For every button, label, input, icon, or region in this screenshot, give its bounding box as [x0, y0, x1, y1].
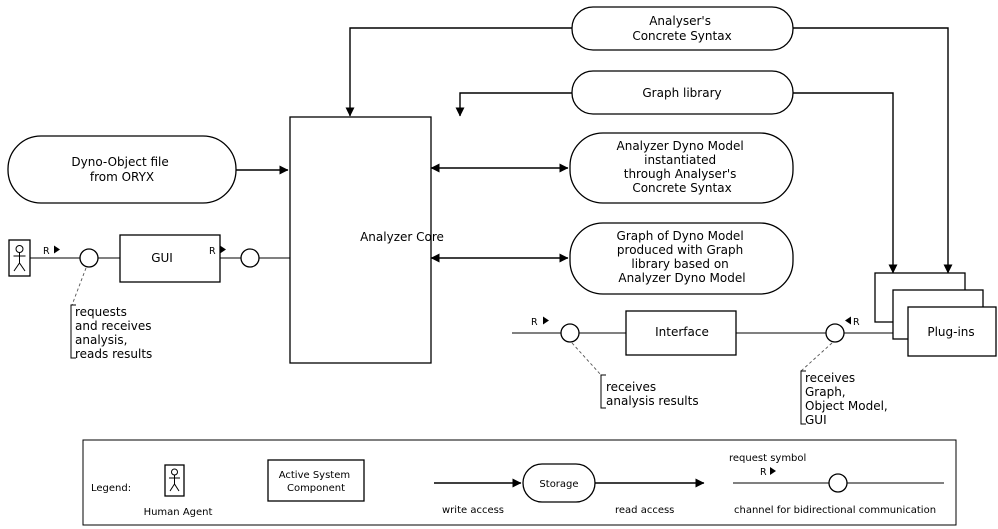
gui-core-channel: [240, 248, 260, 268]
connectors: [30, 27, 953, 334]
legend-storage-label: Storage: [539, 479, 578, 490]
analyser-syntax-node: Analyser's Concrete Syntax: [571, 6, 794, 51]
request-mark-gui-core: R: [209, 246, 216, 257]
legend-read-access-label: read access: [615, 505, 674, 516]
request-mark-human-gui: R: [43, 246, 50, 257]
legend-active-component-box: [267, 459, 365, 502]
svg-text:receives Graph, Ob: receives Graph, Object Model, GUI: [805, 371, 892, 427]
plugins-receives-note: receives Graph, Object Model, GUI: [800, 342, 892, 427]
request-mark-core-interface: R: [531, 317, 538, 328]
legend-request-arrow-icon: [770, 467, 776, 475]
graph-of-model-node: Graph of Dyno Model produced with Graph …: [569, 222, 794, 295]
graphlib-to-plugins-arrow: [793, 92, 898, 274]
plugins-label: Plug-ins: [927, 325, 974, 339]
analyzer-core-node: Analyzer Core: [289, 116, 444, 364]
legend-write-access-label: write access: [442, 505, 504, 516]
analyzer-core-label: Analyzer Core: [360, 230, 444, 244]
legend-request-symbol-label: request symbol: [729, 453, 806, 464]
svg-text:receives analysis result: receives analysis results: [606, 380, 699, 408]
dyno-model-label: Analyzer Dyno Model instantiated through…: [617, 139, 748, 195]
syntax-to-core-arrow: [345, 27, 572, 117]
request-arrow-icon: [54, 245, 60, 254]
legend-human-agent-icon: [164, 464, 185, 497]
dyno-object-file-node: Dyno-Object file from ORYX: [7, 135, 237, 204]
interface-label: Interface: [655, 325, 709, 339]
graph-of-model-label: Graph of Dyno Model produced with Graph …: [617, 229, 748, 285]
human-agent-icon: [8, 239, 31, 277]
plugins-stack-front: [907, 306, 997, 357]
gui-requests-note: requests and receives analysis, reads re…: [70, 267, 155, 361]
gui-label: GUI: [151, 251, 173, 265]
legend: Legend: Human Agent Active System Compon…: [82, 439, 957, 526]
interface-node: Interface: [625, 310, 737, 356]
legend-title: Legend:: [91, 483, 131, 494]
legend-human-agent-label: Human Agent: [144, 507, 213, 518]
legend-request-mark: R: [760, 467, 767, 478]
syntax-to-plugins-arrow: [793, 27, 953, 274]
svg-text:requests and receives: requests and receives analysis, reads re…: [75, 305, 155, 361]
human-gui-channel: [79, 248, 99, 268]
graphlib-to-core-arrow: [455, 92, 572, 117]
dyno-model-node: Analyzer Dyno Model instantiated through…: [569, 132, 794, 204]
analyser-syntax-label: Analyser's Concrete Syntax: [632, 14, 731, 43]
graph-library-label: Graph library: [642, 86, 721, 100]
legend-channel-circle: [828, 473, 848, 493]
request-arrow-icon: [220, 245, 226, 254]
legend-channel-label: channel for bidirectional communication: [734, 505, 936, 516]
gui-node: GUI: [119, 234, 221, 283]
interface-plugins-channel: [825, 323, 845, 343]
request-arrow-icon: [543, 316, 549, 325]
legend-active-component-label: Active System Component: [279, 470, 354, 494]
request-arrow-icon: [845, 316, 851, 325]
dyno-object-file-label: Dyno-Object file from ORYX: [71, 155, 172, 184]
core-interface-channel: [560, 323, 580, 343]
interface-receives-note: receives analysis results: [571, 342, 699, 409]
graph-library-node: Graph library: [571, 70, 794, 115]
plugins-node: Plug-ins: [874, 272, 997, 357]
request-mark-plugins-interface: R: [853, 317, 860, 328]
